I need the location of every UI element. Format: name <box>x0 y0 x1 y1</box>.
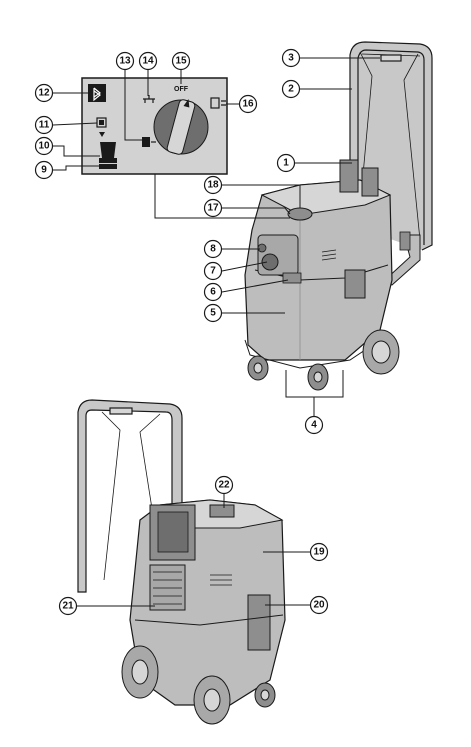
callout-label: 13 <box>119 56 131 67</box>
callout-5: 5 <box>203 303 223 323</box>
callout-label: 2 <box>288 84 294 95</box>
callout-16: 16 <box>238 94 258 114</box>
callout-label: 6 <box>210 287 216 298</box>
callout-11: 11 <box>34 115 54 135</box>
callout-label: 22 <box>218 480 230 491</box>
callout-label: 9 <box>41 165 47 176</box>
callout-label: 20 <box>313 600 325 611</box>
off-label: OFF <box>174 86 189 93</box>
callout-9: 9 <box>34 160 54 180</box>
callout-label: 17 <box>207 203 219 214</box>
callout-label: 1 <box>283 158 289 169</box>
vacuum-rear-view <box>77 399 286 725</box>
callout-3: 3 <box>281 48 301 68</box>
callout-label: 19 <box>313 547 325 558</box>
callout-8: 8 <box>203 239 223 259</box>
callout-18: 18 <box>203 175 223 195</box>
wheels <box>247 329 400 391</box>
callout-label: 8 <box>210 244 216 255</box>
callout-6: 6 <box>203 282 223 302</box>
callout-label: 4 <box>311 420 317 431</box>
callout-4: 4 <box>304 415 324 435</box>
rear-container-body <box>129 499 286 706</box>
arrow-down-icon <box>99 132 105 137</box>
callout-7: 7 <box>203 261 223 281</box>
fill-level-icon <box>99 142 117 169</box>
callout-19: 19 <box>309 542 329 562</box>
bluetooth-icon <box>88 84 106 102</box>
leader-lines <box>52 57 380 607</box>
tool-power-icon <box>96 117 107 128</box>
callout-13: 13 <box>115 51 135 71</box>
rear-wheels <box>121 645 276 725</box>
handle-arm <box>384 231 421 286</box>
callout-label: 14 <box>142 56 154 67</box>
callout-17: 17 <box>203 198 223 218</box>
callout-label: 21 <box>62 601 74 612</box>
callout-label: 11 <box>39 120 50 131</box>
callout-label: 16 <box>242 99 254 110</box>
callout-10: 10 <box>34 136 54 156</box>
callout-12: 12 <box>34 83 54 103</box>
callout-21: 21 <box>58 596 78 616</box>
callout-14: 14 <box>138 51 158 71</box>
callout-label: 10 <box>38 141 50 152</box>
callout-15: 15 <box>171 51 191 71</box>
callout-2: 2 <box>281 79 301 99</box>
callout-label: 5 <box>210 308 216 319</box>
rotary-switch <box>153 98 209 155</box>
callout-label: 18 <box>207 180 219 191</box>
control-panel-inset: OFF <box>81 77 290 219</box>
callouts: 1 2 3 4 5 6 7 8 9 10 11 12 13 14 15 16 1… <box>34 48 329 616</box>
callout-label: 15 <box>175 56 187 67</box>
suction-icon <box>143 95 155 103</box>
vacuum-front-view <box>244 41 433 391</box>
callout-label: 12 <box>38 88 50 99</box>
hose-detection-icon <box>142 137 156 147</box>
container-body <box>244 159 393 369</box>
automatic-mode-icon <box>210 97 226 109</box>
callout-label: 7 <box>210 266 216 277</box>
callout-22: 22 <box>214 475 234 495</box>
callout-20: 20 <box>309 595 329 615</box>
callout-1: 1 <box>276 153 296 173</box>
callout-label: 3 <box>288 53 294 64</box>
